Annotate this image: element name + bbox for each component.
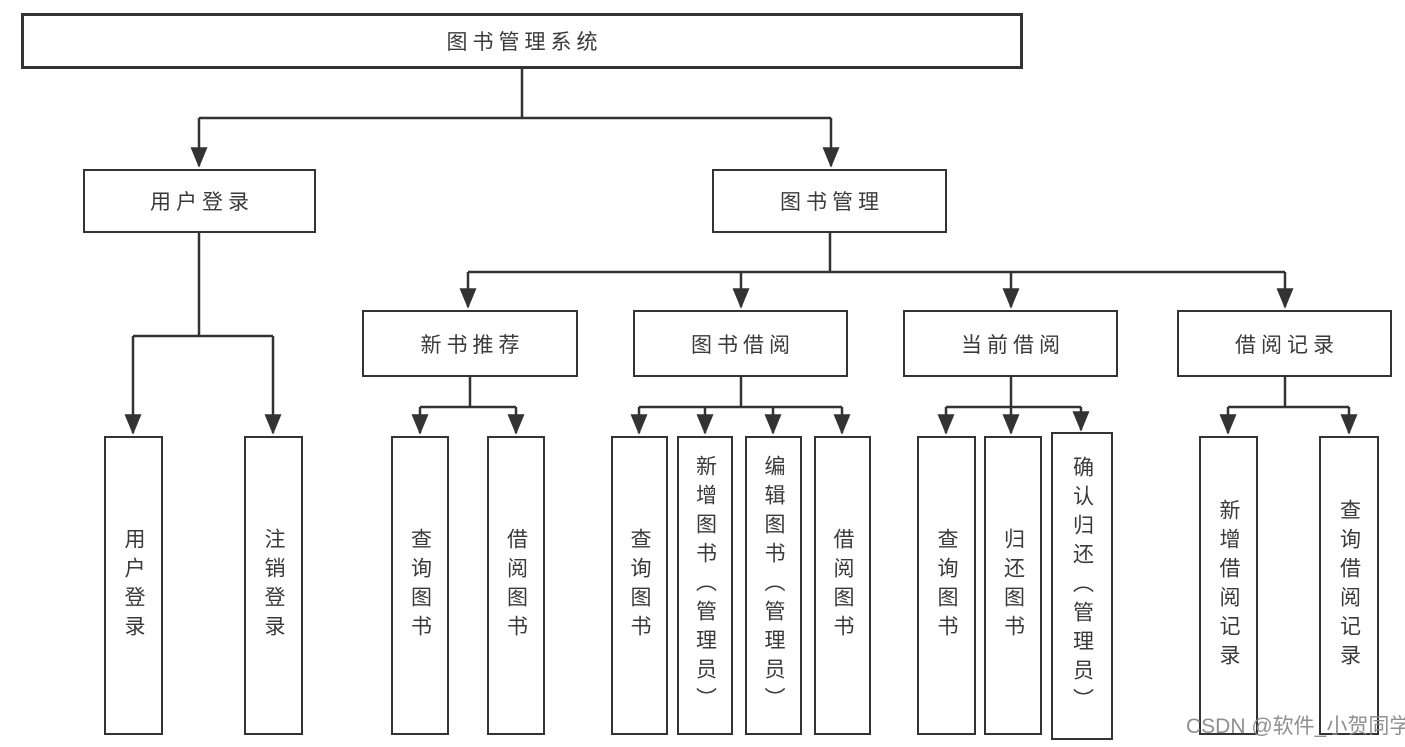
leaf-query-books-borrow: 查询图书 <box>611 436 668 735</box>
node-label: 图书管理系统 <box>446 31 603 54</box>
node-label: 图书管理 <box>780 191 884 214</box>
node-borrow-records: 借阅记录 <box>1177 310 1392 377</box>
node-label: 新增图书（管理员） <box>693 455 717 716</box>
leaf-borrow-books-recommend: 借阅图书 <box>487 436 545 735</box>
node-label: 查询图书 <box>408 527 432 644</box>
leaf-return-books: 归还图书 <box>984 436 1042 735</box>
node-new-book-recommend: 新书推荐 <box>362 310 578 377</box>
leaf-add-books-admin: 新增图书（管理员） <box>677 436 733 735</box>
node-current-borrow: 当前借阅 <box>903 310 1118 377</box>
leaf-confirm-return-admin: 确认归还（管理员） <box>1051 432 1113 740</box>
leaf-query-books-recommend: 查询图书 <box>391 436 449 735</box>
node-label: 查询图书 <box>628 527 651 644</box>
leaf-user-login: 用户登录 <box>104 436 163 735</box>
node-label: 用户登录 <box>150 191 254 214</box>
node-label: 注销登录 <box>262 527 285 644</box>
leaf-borrow-books: 借阅图书 <box>814 436 871 735</box>
leaf-edit-books-admin: 编辑图书（管理员） <box>745 436 802 735</box>
node-label: 确认归还（管理员） <box>1070 455 1094 717</box>
node-user-login: 用户登录 <box>83 169 316 233</box>
node-label: 新增借阅记录 <box>1217 498 1240 673</box>
node-book-management: 图书管理 <box>712 169 947 233</box>
node-label: 新书推荐 <box>420 333 525 357</box>
node-label: 归还图书 <box>1001 527 1025 644</box>
node-book-borrow: 图书借阅 <box>633 310 848 377</box>
node-label: 编辑图书（管理员） <box>762 455 785 716</box>
node-label: 当前借阅 <box>961 333 1065 357</box>
leaf-logout: 注销登录 <box>244 436 303 735</box>
csdn-watermark: CSDN @软件_小贺同学 <box>1186 715 1405 738</box>
leaf-query-books-current: 查询图书 <box>917 436 976 735</box>
leaf-query-borrow-record: 查询借阅记录 <box>1319 436 1379 735</box>
node-label: 用户登录 <box>122 527 145 644</box>
node-label: 查询图书 <box>935 527 958 644</box>
node-label: 查询借阅记录 <box>1337 498 1361 673</box>
node-label: 借阅图书 <box>831 527 854 644</box>
node-label: 借阅图书 <box>504 527 528 644</box>
node-root-library-system: 图书管理系统 <box>21 13 1023 69</box>
node-label: 图书借阅 <box>691 333 795 357</box>
node-label: 借阅记录 <box>1235 333 1339 357</box>
leaf-add-borrow-record: 新增借阅记录 <box>1199 436 1258 735</box>
